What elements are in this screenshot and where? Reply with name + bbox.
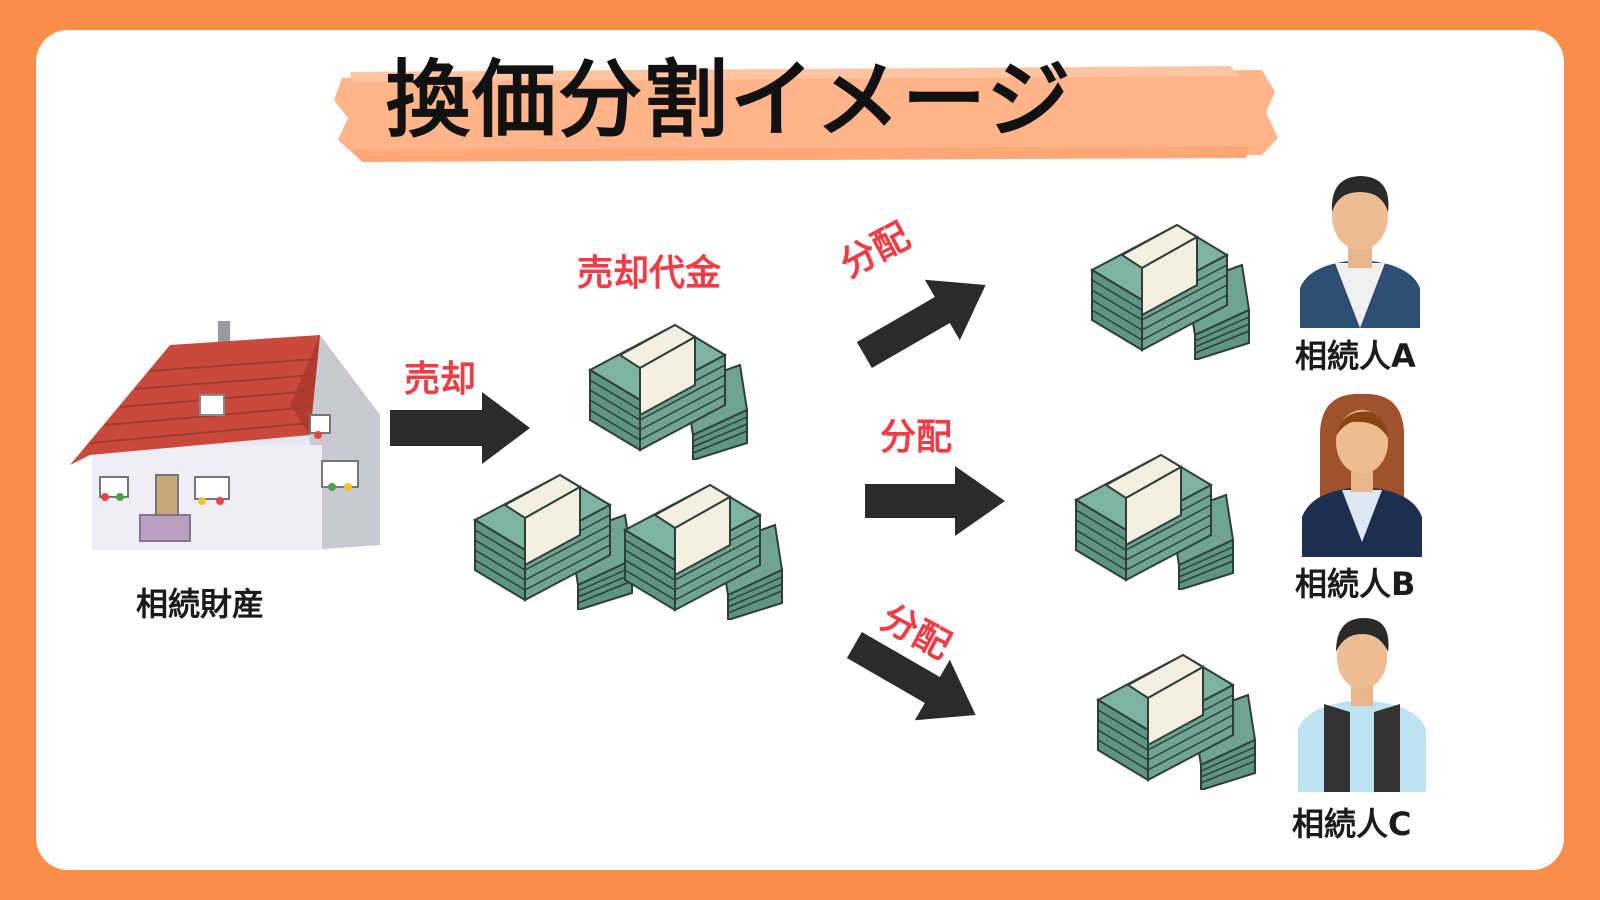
man-avatar-icon bbox=[1298, 618, 1426, 792]
money-bundle-icon bbox=[1097, 654, 1256, 790]
money-bundle-icon bbox=[589, 324, 748, 460]
money-bundle-icon bbox=[1075, 454, 1234, 590]
sale-arrow-icon bbox=[390, 392, 530, 464]
heir-a-label: 相続人A bbox=[1295, 337, 1416, 375]
money-bundle-icon bbox=[1091, 224, 1250, 360]
distribute-arrow-icon bbox=[846, 632, 976, 721]
house-icon bbox=[70, 321, 380, 550]
distribute-label: 分配 bbox=[880, 417, 953, 458]
sale-label: 売却 bbox=[404, 359, 477, 400]
proceeds-label: 売却代金 bbox=[577, 253, 722, 294]
man-avatar-icon bbox=[1300, 176, 1420, 328]
heir-b-label: 相続人B bbox=[1295, 565, 1416, 603]
distribute-arrow-icon bbox=[856, 279, 986, 368]
woman-avatar-icon bbox=[1302, 393, 1422, 557]
money-bundle-icon bbox=[474, 474, 633, 610]
page-title: 換価分割イメージ bbox=[386, 51, 1073, 149]
estate-label: 相続財産 bbox=[136, 585, 265, 623]
money-bundle-icon bbox=[624, 484, 783, 620]
heir-c-label: 相続人C bbox=[1292, 805, 1412, 843]
distribute-arrow-icon bbox=[865, 466, 1005, 536]
